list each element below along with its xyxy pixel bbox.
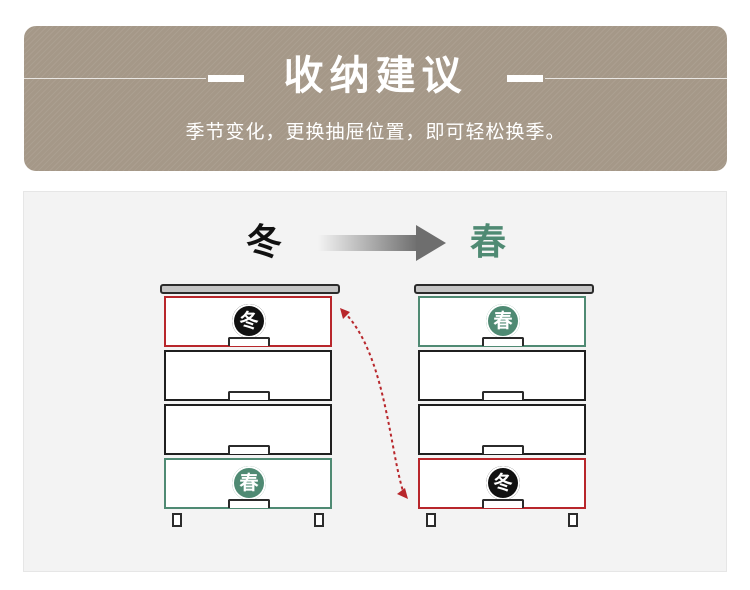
drawer-handle: [228, 337, 270, 346]
drawer-1: 春: [418, 296, 586, 347]
banner-title: 收纳建议: [283, 52, 468, 99]
drawer-3: [164, 404, 332, 455]
drawer-handle: [482, 445, 524, 454]
cabinet-leg-left: [426, 513, 436, 527]
banner-subtitle: 季节变化，更换抽屉位置，即可轻松换季。: [185, 121, 566, 143]
header-banner: 收纳建议 季节变化，更换抽屉位置，即可轻松换季。: [24, 26, 727, 171]
cabinet-leg-right: [568, 513, 578, 527]
season-badge: 冬: [486, 466, 520, 500]
season-badge: 冬: [232, 304, 266, 338]
season-label-spring: 春: [470, 221, 507, 263]
banner-dash-left: [208, 75, 244, 82]
drawer-1: 冬: [164, 296, 332, 347]
cabinet-leg-left: [172, 513, 182, 527]
drawer-2: [418, 350, 586, 401]
drawer-handle: [482, 499, 524, 508]
season-badge: 春: [232, 466, 266, 500]
cabinet-top: [414, 284, 594, 294]
drawer-handle: [228, 499, 270, 508]
drawer-handle: [228, 391, 270, 400]
banner-dash-right: [507, 75, 543, 82]
drawer-handle: [228, 445, 270, 454]
drawer-4: 冬: [418, 458, 586, 509]
drawer-handle: [482, 337, 524, 346]
banner-divider-right: [545, 78, 727, 79]
season-badge: 春: [486, 304, 520, 338]
cabinet-leg-right: [314, 513, 324, 527]
cabinet-before: 冬 春: [160, 284, 340, 530]
double-headed-dotted-arrow-icon: [340, 308, 408, 499]
season-label-winter: 冬: [246, 221, 283, 263]
illustration-panel: 冬 春 冬 春: [23, 191, 727, 572]
cabinet-after: 春 冬: [414, 284, 594, 530]
drawer-handle: [482, 391, 524, 400]
drawer-2: [164, 350, 332, 401]
banner-divider-left: [24, 78, 206, 79]
drawer-4: 春: [164, 458, 332, 509]
right-arrow-icon: [318, 225, 446, 261]
drawer-3: [418, 404, 586, 455]
cabinet-top: [160, 284, 340, 294]
